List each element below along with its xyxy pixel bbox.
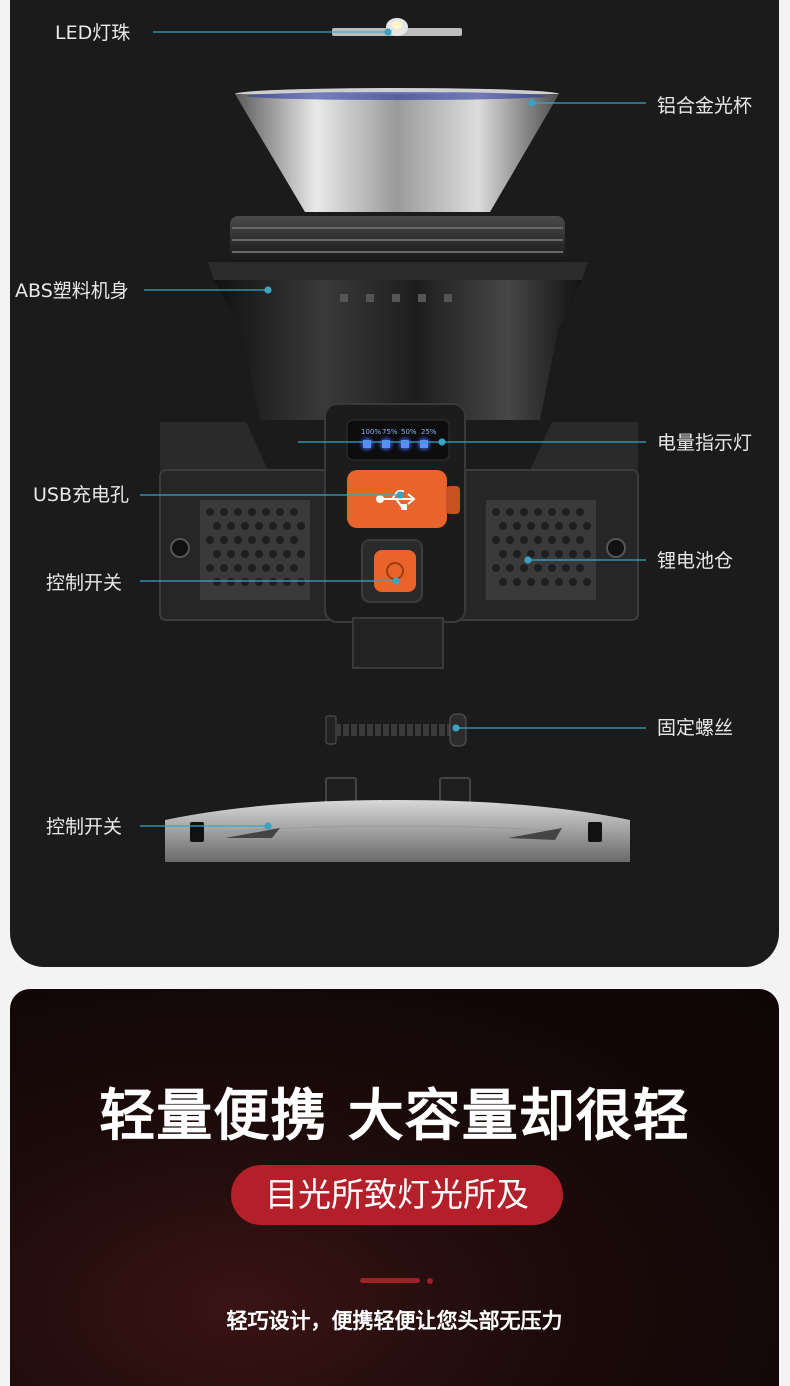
promo-panel: 轻量便携 大容量却很轻 目光所致灯光所及 轻巧设计，便携轻便让您头部无压力 <box>10 989 779 1386</box>
switch-label-2: 控制开关 <box>46 816 123 838</box>
body-label: ABS塑料机身 <box>15 280 129 302</box>
decorative-dot <box>427 1278 433 1284</box>
exploded-view-panel: 100% 75% 50% 25% <box>10 0 779 967</box>
screw-label: 固定螺丝 <box>657 717 734 739</box>
fixing-screw <box>325 713 467 747</box>
threaded-ring <box>208 216 588 280</box>
section-gap <box>0 967 790 989</box>
indicator-25-label: 25% <box>421 428 437 436</box>
promo-headline: 轻量便携 大容量却很轻 <box>99 1084 690 1149</box>
indicator-100-label: 100% <box>361 428 381 436</box>
battery-indicator: 100% 75% 50% 25% <box>346 419 450 461</box>
headlamp-exploded-illustration: 100% 75% 50% 25% <box>140 18 646 862</box>
battery-bay-label: 锂电池仓 <box>657 550 734 572</box>
indicator-75-label: 75% <box>382 428 398 436</box>
promo-pill: 目光所致灯光所及 <box>231 1165 563 1225</box>
usb-icon <box>376 490 416 510</box>
switch-button <box>361 539 423 603</box>
usb-port-cover <box>347 470 460 528</box>
decorative-dash <box>360 1278 420 1283</box>
reflector-cup <box>235 88 559 212</box>
head-mount-base <box>165 777 630 862</box>
battery-indicator-label: 电量指示灯 <box>657 432 753 454</box>
left-grip-texture <box>200 500 310 600</box>
led-component <box>332 18 462 36</box>
leader-lines <box>140 28 646 830</box>
head-body <box>214 280 582 420</box>
right-grip-texture <box>486 500 596 600</box>
switch-label-1: 控制开关 <box>46 572 123 594</box>
reflector-label: 铝合金光杯 <box>657 95 753 117</box>
promo-subline: 轻巧设计，便携轻便让您头部无压力 <box>226 1309 563 1333</box>
led-label: LED灯珠 <box>55 22 131 44</box>
indicator-50-label: 50% <box>401 428 417 436</box>
usb-label: USB充电孔 <box>33 484 130 506</box>
